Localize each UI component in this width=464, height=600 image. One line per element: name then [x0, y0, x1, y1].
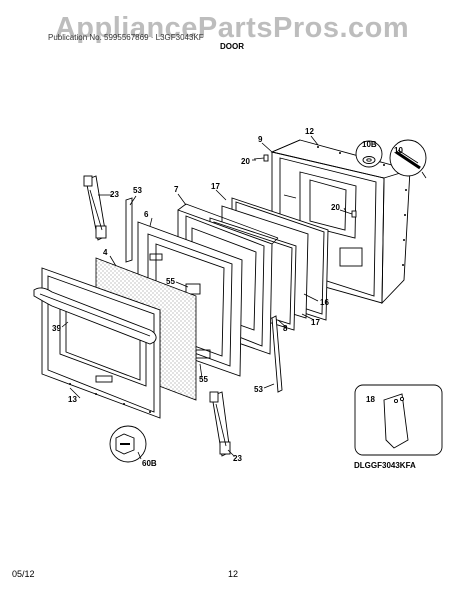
callout-39: 39	[52, 324, 61, 333]
diagram-code: DLGGF3043KFA	[354, 461, 416, 470]
callout-12: 12	[305, 127, 314, 136]
door-handle-part	[33, 287, 157, 345]
callout-23: 23	[110, 190, 119, 199]
callout-4: 4	[103, 248, 108, 257]
callout-8: 8	[283, 324, 288, 333]
side-trim-strip	[125, 197, 133, 263]
callout-17: 17	[211, 182, 220, 191]
callout-55: 55	[199, 375, 208, 384]
callout-9: 9	[258, 135, 263, 144]
hinge-part	[83, 175, 107, 241]
callout-23: 23	[233, 454, 242, 463]
callout-60b: 60B	[142, 459, 157, 468]
watermark: AppliancePartsPros.com	[54, 12, 410, 44]
side-trim-strip	[271, 315, 283, 393]
callout-labels: 9 12 10B 10 20 20 23 53 7 17 6 4 55 16 1…	[52, 127, 403, 468]
screw-inset	[109, 425, 147, 463]
screw-part	[253, 154, 269, 162]
callout-13: 13	[68, 395, 77, 404]
page-title: DOOR	[220, 42, 244, 51]
page-number: 12	[228, 569, 239, 579]
callout-6: 6	[144, 210, 149, 219]
callout-53: 53	[133, 186, 142, 195]
washer-inset	[355, 140, 383, 168]
callout-20: 20	[241, 157, 250, 166]
inset-box	[354, 384, 443, 456]
callout-55: 55	[166, 277, 175, 286]
callout-17: 17	[311, 318, 320, 327]
screw-inset	[389, 139, 427, 179]
callout-53: 53	[254, 385, 263, 394]
page-header: Publication No. 5995567869 · L3GF3043KF …	[0, 33, 464, 51]
callout-20: 20	[331, 203, 340, 212]
callout-18: 18	[366, 395, 375, 404]
hinge-part	[209, 391, 231, 457]
footer-date: 05/12	[12, 569, 35, 579]
callout-10: 10	[394, 146, 403, 155]
callout-7: 7	[174, 185, 179, 194]
leader-lines	[61, 135, 347, 460]
callout-16: 16	[320, 298, 329, 307]
publication-number: Publication No. 5995567869 · L3GF3043KF	[48, 33, 204, 42]
callout-10b: 10B	[362, 140, 377, 149]
